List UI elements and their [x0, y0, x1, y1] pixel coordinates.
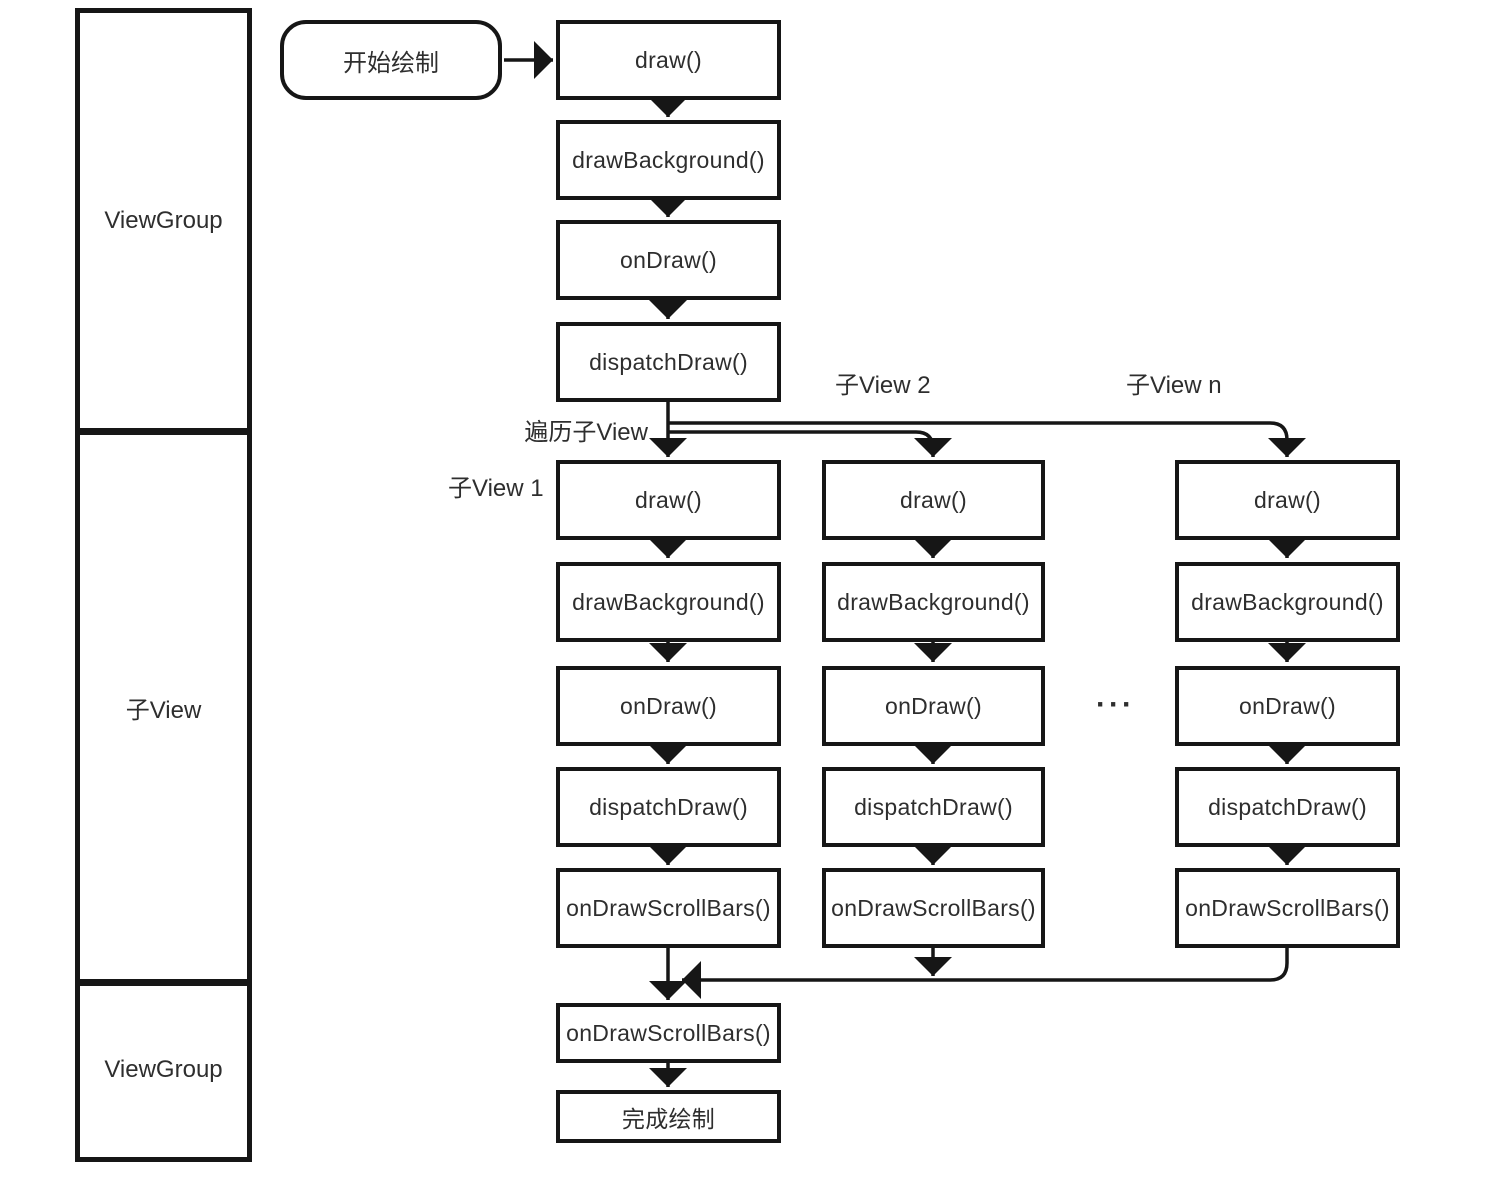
cn-box-drawbackground: drawBackground(): [1175, 562, 1400, 642]
sidebar-section-viewgroup-bottom: ViewGroup: [104, 1056, 223, 1083]
final-box-finish: 完成绘制: [556, 1090, 781, 1143]
label-child-view-1: 子View 1: [448, 475, 544, 502]
label-ellipsis: ···: [1096, 688, 1135, 721]
label-traverse-children: 遍历子View: [524, 419, 648, 446]
sidebar-divider-1: [80, 428, 247, 435]
arrow-cn-merge-left: [682, 948, 1289, 999]
c1-box-dispatchdraw: dispatchDraw(): [556, 767, 781, 847]
cn-box-ondraw: onDraw(): [1175, 666, 1400, 746]
label-child-view-2: 子View 2: [835, 372, 931, 399]
c2-box-draw: draw(): [822, 460, 1045, 540]
c1-box-drawbackground: drawBackground(): [556, 562, 781, 642]
flow-box-drawbackground: drawBackground(): [556, 120, 781, 200]
cn-box-dispatchdraw: dispatchDraw(): [1175, 767, 1400, 847]
c1-box-draw: draw(): [556, 460, 781, 540]
flow-box-draw: draw(): [556, 20, 781, 100]
start-node: 开始绘制: [280, 20, 502, 100]
c2-box-scrollbars: onDrawScrollBars(): [822, 868, 1045, 948]
cn-box-scrollbars: onDrawScrollBars(): [1175, 868, 1400, 948]
cn-box-draw: draw(): [1175, 460, 1400, 540]
sidebar-divider-2: [80, 979, 247, 986]
c2-box-ondraw: onDraw(): [822, 666, 1045, 746]
c2-box-dispatchdraw: dispatchDraw(): [822, 767, 1045, 847]
final-box-scrollbars: onDrawScrollBars(): [556, 1003, 781, 1063]
label-child-view-n: 子View n: [1126, 372, 1222, 399]
c2-box-drawbackground: drawBackground(): [822, 562, 1045, 642]
sidebar-section-viewgroup-top: ViewGroup: [104, 207, 223, 234]
c1-box-scrollbars: onDrawScrollBars(): [556, 868, 781, 948]
lifecycle-sidebar: ViewGroup 子View ViewGroup: [75, 8, 252, 1162]
arrow-branch-child2: [668, 430, 952, 457]
flow-box-ondraw: onDraw(): [556, 220, 781, 300]
flow-box-dispatchdraw: dispatchDraw(): [556, 322, 781, 402]
c1-box-ondraw: onDraw(): [556, 666, 781, 746]
sidebar-section-childview: 子View: [125, 697, 202, 724]
arrow-branch-childn: [668, 421, 1306, 457]
